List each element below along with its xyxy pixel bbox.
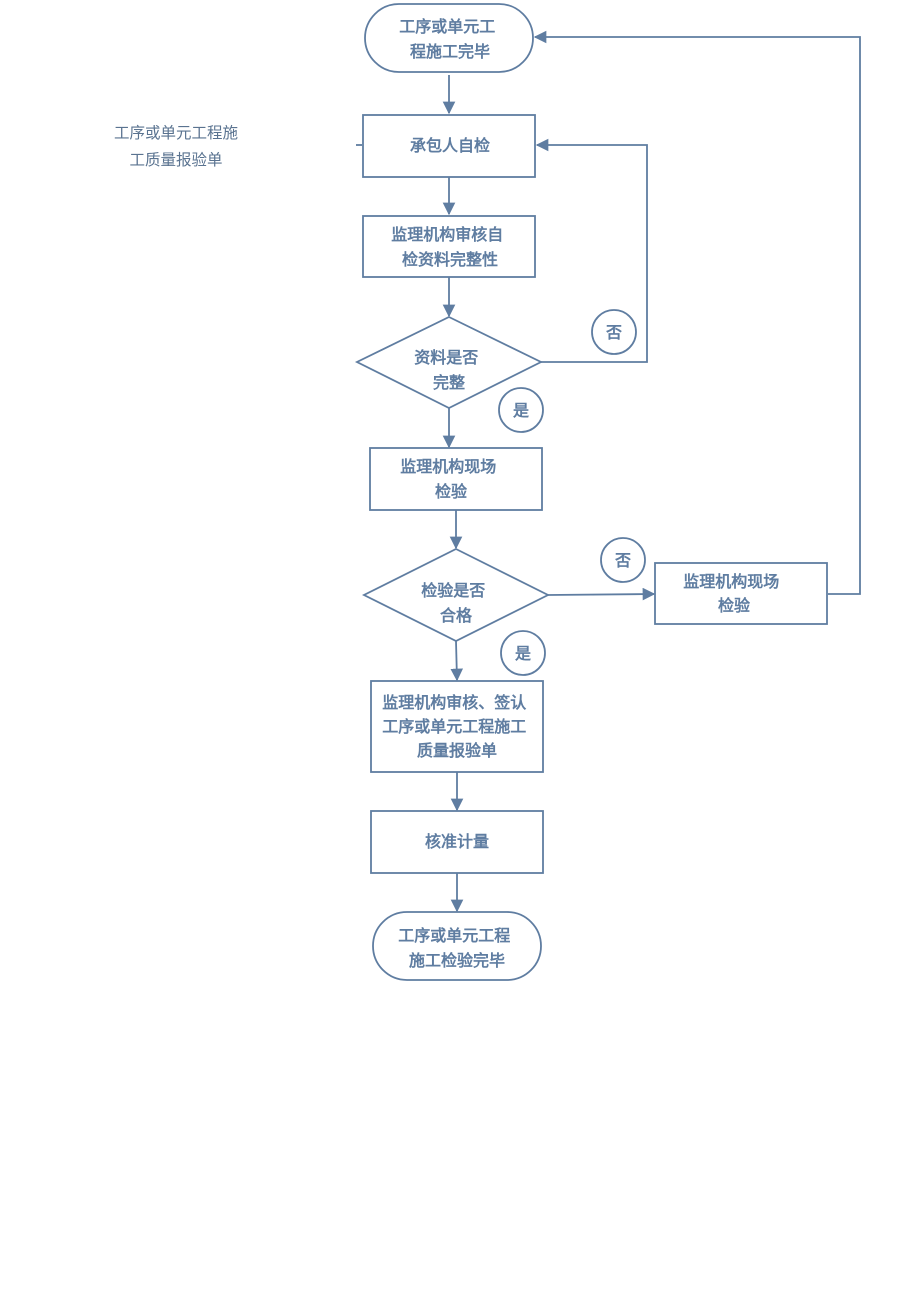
node-decision-pass-line-2: 合格 bbox=[440, 606, 473, 625]
label-yes-pass: 是 bbox=[500, 630, 546, 676]
label-no-pass-circle bbox=[600, 537, 646, 583]
node-decision-complete-line-2: 完整 bbox=[433, 373, 465, 392]
node-end-line-2: 施工检验完毕 bbox=[409, 951, 505, 970]
node-measure-label: 核准计量 bbox=[425, 832, 489, 851]
node-start-line-1: 工序或单元工 bbox=[399, 17, 495, 36]
side-note-line-2: 工质量报验单 bbox=[129, 151, 223, 169]
node-site-inspection-right-shape bbox=[654, 562, 828, 625]
node-site-inspection-right-line-2: 检验 bbox=[718, 596, 751, 615]
node-decision-pass-shape bbox=[361, 547, 551, 643]
node-site-inspection-line-2: 检验 bbox=[435, 482, 468, 501]
node-measure-shape bbox=[370, 810, 544, 874]
node-end-line-1: 工序或单元工程 bbox=[398, 926, 510, 945]
svg-text:监理机构审核、签认 工序或单元工程施工: 监理机构审核、签认 工序或单元工程施工 质量报验单 bbox=[382, 693, 532, 760]
node-approve-sign-line-3: 质量报验单 bbox=[417, 741, 497, 760]
label-no-complete-text: 否 bbox=[605, 323, 622, 342]
edge-right-loop-to-start bbox=[533, 30, 861, 595]
label-yes-complete: 是 bbox=[498, 387, 544, 433]
node-review-completeness-shape bbox=[362, 215, 536, 278]
node-approve-sign-line-2: 工序或单元工程施工 bbox=[382, 717, 526, 736]
side-note-line-1: 工序或单元工程施 bbox=[113, 124, 238, 142]
label-no-complete-circle bbox=[591, 309, 637, 355]
connectors bbox=[356, 30, 861, 913]
node-start: 工序或单元工 程施工完毕 bbox=[364, 3, 534, 73]
node-end: 工序或单元工程 施工检验完毕 bbox=[372, 911, 542, 981]
node-end-shape bbox=[372, 911, 542, 981]
node-measure: 核准计量 bbox=[370, 810, 544, 874]
node-decision-complete-line-1: 资料是否 bbox=[414, 348, 478, 367]
node-site-inspection-right-line-1: 监理机构现场 bbox=[683, 572, 779, 591]
node-review-completeness: 监理机构审核自 检资料完整性 bbox=[362, 215, 536, 278]
svg-text:监理机构现场 检验: 监理机构现场 检验 bbox=[683, 572, 785, 615]
side-note: 工序或单元工程施 工质量报验单 bbox=[96, 120, 256, 174]
node-site-inspection: 监理机构现场 检验 bbox=[369, 447, 543, 511]
node-self-check-label: 承包人自检 bbox=[410, 136, 490, 155]
label-yes-pass-text: 是 bbox=[514, 644, 531, 663]
node-site-inspection-shape bbox=[369, 447, 543, 511]
label-no-pass-text: 否 bbox=[614, 551, 631, 570]
edge-pass-no-to-right bbox=[547, 587, 656, 601]
node-decision-pass: 检验是否 合格 bbox=[361, 547, 551, 643]
svg-text:工序或单元工 程施工完毕: 工序或单元工 程施工完毕 bbox=[399, 17, 501, 61]
svg-text:监理机构现场 检验: 监理机构现场 检验 bbox=[400, 457, 502, 501]
svg-text:资料是否 完整: 资料是否 完整 bbox=[414, 348, 484, 392]
label-yes-pass-circle bbox=[500, 630, 546, 676]
node-review-line-1: 监理机构审核自 bbox=[391, 225, 503, 244]
svg-text:工序或单元工程 施工检验完毕: 工序或单元工程 施工检验完毕 bbox=[398, 926, 516, 970]
edge-decision-no-loop bbox=[535, 138, 648, 363]
svg-text:承包人自检: 承包人自检 bbox=[410, 136, 490, 155]
edge-pass-yes-to-approve bbox=[450, 640, 464, 682]
node-decision-pass-line-1: 检验是否 bbox=[421, 581, 485, 600]
node-start-shape bbox=[364, 3, 534, 73]
svg-text:监理机构审核自 检资料完整性: 监理机构审核自 检资料完整性 bbox=[391, 225, 509, 269]
svg-text:核准计量: 核准计量 bbox=[425, 832, 489, 851]
label-no-complete: 否 bbox=[591, 309, 637, 355]
node-approve-sign-line-1: 监理机构审核、签认 bbox=[382, 693, 527, 712]
label-yes-complete-circle bbox=[498, 387, 544, 433]
node-decision-complete: 资料是否 完整 bbox=[354, 315, 544, 410]
node-decision-complete-shape bbox=[354, 315, 544, 410]
node-start-line-2: 程施工完毕 bbox=[410, 42, 490, 61]
label-no-pass: 否 bbox=[600, 537, 646, 583]
node-review-line-2: 检资料完整性 bbox=[402, 250, 498, 269]
node-approve-sign: 监理机构审核、签认 工序或单元工程施工 质量报验单 bbox=[370, 680, 544, 773]
svg-text:检验是否 合格: 检验是否 合格 bbox=[421, 581, 491, 625]
node-self-check: 承包人自检 bbox=[362, 114, 536, 178]
node-site-inspection-line-1: 监理机构现场 bbox=[400, 457, 496, 476]
label-yes-complete-text: 是 bbox=[512, 401, 529, 420]
node-self-check-shape bbox=[362, 114, 536, 178]
node-site-inspection-right: 监理机构现场 检验 bbox=[654, 562, 828, 625]
node-approve-sign-shape bbox=[370, 680, 544, 773]
